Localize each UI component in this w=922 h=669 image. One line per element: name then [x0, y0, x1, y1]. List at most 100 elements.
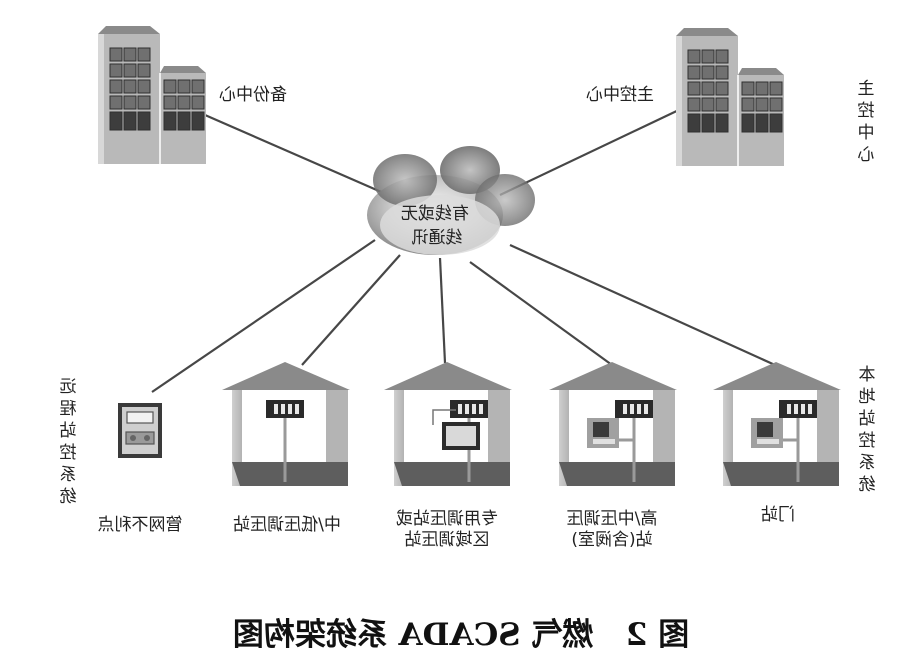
window	[687, 97, 701, 112]
monitor	[593, 422, 609, 437]
window	[769, 81, 783, 96]
wing-roof	[738, 68, 784, 75]
link-high-mid	[469, 261, 613, 366]
window	[715, 97, 729, 112]
window	[109, 95, 123, 110]
window	[755, 113, 769, 133]
monitor	[757, 422, 773, 437]
window	[687, 65, 701, 80]
house-floor	[394, 462, 510, 486]
plc-module	[295, 404, 299, 414]
plc-module	[637, 404, 641, 414]
window	[741, 81, 755, 96]
figure-caption: 图 2 燃气 SCADA 系统架构图	[233, 617, 689, 653]
plc-module	[281, 404, 285, 414]
window	[715, 65, 729, 80]
station-label-high-mid: 高/中压调压	[567, 509, 658, 529]
keyboard	[593, 439, 615, 444]
window	[701, 49, 715, 64]
station-label-dedicated: 区域调压站	[405, 530, 490, 550]
house-roof	[549, 362, 677, 390]
station-house-icon	[549, 362, 677, 486]
window	[177, 79, 191, 94]
window	[687, 49, 701, 64]
window	[769, 97, 783, 112]
link-backup-center	[204, 113, 396, 200]
side-label-char: 程	[60, 399, 77, 419]
station-label-mid-low: 中/低压调压站	[233, 515, 341, 535]
window	[137, 95, 151, 110]
station-house-icon	[384, 362, 512, 486]
window	[163, 79, 177, 94]
link-gate	[509, 243, 776, 367]
keyboard	[757, 439, 779, 444]
plc-module	[465, 404, 469, 414]
window	[687, 113, 701, 133]
main-center-label: 主控中心	[586, 85, 654, 105]
house-left-wall	[723, 390, 733, 486]
window	[701, 65, 715, 80]
station-label-high-mid: 站(含阀室)	[571, 530, 652, 550]
window	[701, 81, 715, 96]
plc-module	[479, 404, 483, 414]
pipe-network-meter-icon	[118, 403, 162, 458]
window	[109, 79, 123, 94]
station-house-icon	[713, 362, 841, 486]
window	[769, 113, 783, 133]
station-house-icon	[222, 362, 350, 486]
window	[191, 79, 205, 94]
house-floor	[232, 462, 348, 486]
side-label-char: 站	[859, 409, 876, 429]
house-roof	[713, 362, 841, 390]
wing-roof	[160, 66, 206, 73]
roof	[98, 26, 160, 34]
touch-screen	[446, 426, 476, 446]
window	[137, 79, 151, 94]
house-roof	[222, 362, 350, 390]
house-floor	[723, 462, 839, 486]
window	[755, 97, 769, 112]
side-label-char: 远	[60, 377, 77, 397]
window	[687, 81, 701, 96]
plc-module	[623, 404, 627, 414]
house-left-wall	[394, 390, 404, 486]
plc-module	[630, 404, 634, 414]
window	[123, 111, 137, 131]
side-label-char: 本	[859, 365, 876, 385]
side-label-char: 控	[858, 101, 875, 121]
house-left-wall	[232, 390, 242, 486]
window	[109, 111, 123, 131]
window	[177, 95, 191, 110]
side-label-char: 心	[858, 145, 875, 165]
window	[715, 113, 729, 133]
window	[137, 63, 151, 78]
side-label-char: 主	[858, 79, 875, 99]
plc-module	[644, 404, 648, 414]
house-floor	[559, 462, 675, 486]
network-label-line2: 线通讯	[412, 228, 463, 248]
link-mid-low	[301, 254, 401, 366]
window	[123, 79, 137, 94]
station-labels: 管网不利点中/低压调压站专用调压站或区域调压站高/中压调压站(含阀室)门站	[98, 505, 796, 550]
main-center-side-label: 主控中心	[858, 79, 875, 165]
side-label-char: 统	[859, 475, 876, 495]
backup-center-label: 备份中心	[219, 85, 287, 105]
station-label-pipe-point: 管网不利点	[98, 515, 183, 535]
link-main-center	[499, 107, 684, 196]
window	[701, 97, 715, 112]
window	[177, 111, 191, 131]
plc-module	[274, 404, 278, 414]
window	[191, 111, 205, 131]
roof	[676, 28, 738, 36]
window	[109, 47, 123, 62]
network-label-line1: 有线或无	[401, 204, 469, 224]
window	[137, 111, 151, 131]
window	[741, 113, 755, 133]
side-label-char: 系	[859, 453, 876, 473]
window	[163, 111, 177, 131]
house-roof	[384, 362, 512, 390]
window	[715, 49, 729, 64]
link-pipe-point	[151, 239, 376, 393]
